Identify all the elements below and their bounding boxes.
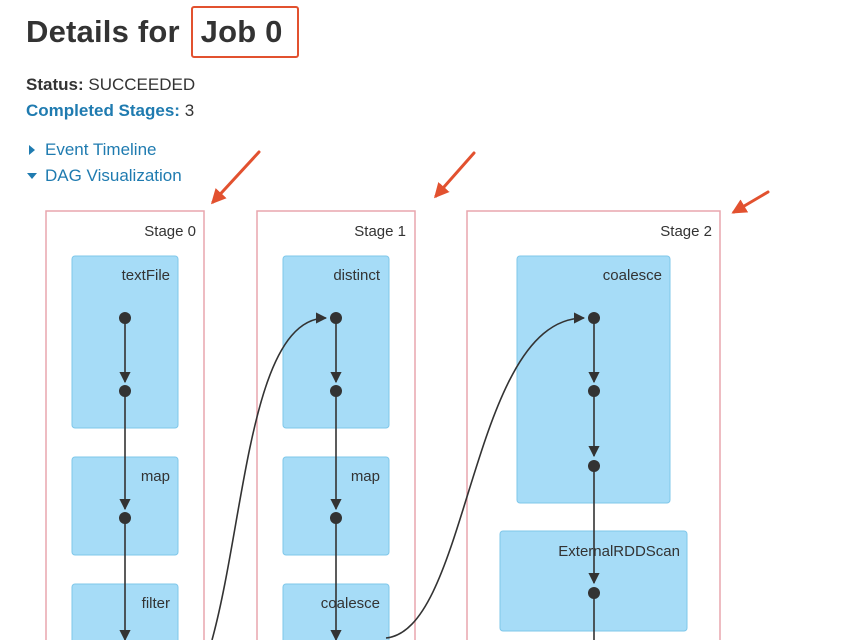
operation-label: map <box>141 468 170 485</box>
rdd-node[interactable] <box>588 385 600 397</box>
rdd-node[interactable] <box>588 587 600 599</box>
event-timeline-label: Event Timeline <box>45 140 157 159</box>
annotation-arrow <box>434 151 476 199</box>
job-name: Job 0 <box>200 14 283 49</box>
operation-label: textFile <box>122 267 170 284</box>
dag-nodes <box>119 312 600 599</box>
operation-label: map <box>351 468 380 485</box>
completed-stages-value: 3 <box>184 101 195 120</box>
status-label: Status: <box>26 75 84 94</box>
triangle-down-icon <box>26 169 40 183</box>
status-line: Status: SUCCEEDED <box>26 75 195 95</box>
stage-label: Stage 0 <box>144 223 196 240</box>
cross-stage-edge <box>211 312 328 640</box>
rdd-node[interactable] <box>588 460 600 472</box>
rdd-node[interactable] <box>330 385 342 397</box>
page-title-prefix: Details for <box>26 14 180 49</box>
event-timeline-toggle[interactable]: Event Timeline <box>26 140 157 160</box>
page-title: Details for Job 0 <box>26 6 299 64</box>
rdd-node[interactable] <box>119 385 131 397</box>
dag-visualization-label: DAG Visualization <box>45 166 182 185</box>
dag-visualization-toggle[interactable]: DAG Visualization <box>26 166 182 186</box>
rdd-node[interactable] <box>330 312 342 324</box>
stage-label: Stage 1 <box>354 223 406 240</box>
dag-edges <box>119 312 600 640</box>
annotation-arrows <box>210 150 770 214</box>
annotation-arrow <box>731 190 770 214</box>
operation-label: coalesce <box>603 267 662 284</box>
operation-label: filter <box>142 595 170 612</box>
completed-stages-link[interactable]: Completed Stages: <box>26 101 180 120</box>
rdd-node[interactable] <box>119 312 131 324</box>
operation-label: ExternalRDDScan <box>558 543 680 560</box>
job-name-highlight: Job 0 <box>190 6 299 58</box>
operation-label: coalesce <box>321 595 380 612</box>
status-value: SUCCEEDED <box>88 75 196 94</box>
cross-stage-edge <box>385 312 586 639</box>
annotation-arrow <box>210 150 261 205</box>
rdd-node[interactable] <box>330 512 342 524</box>
stage-label: Stage 2 <box>660 223 712 240</box>
rdd-node[interactable] <box>119 512 131 524</box>
triangle-right-icon <box>26 143 40 157</box>
rdd-node[interactable] <box>588 312 600 324</box>
operation-label: distinct <box>333 267 381 284</box>
completed-stages-line: Completed Stages: 3 <box>26 101 194 121</box>
